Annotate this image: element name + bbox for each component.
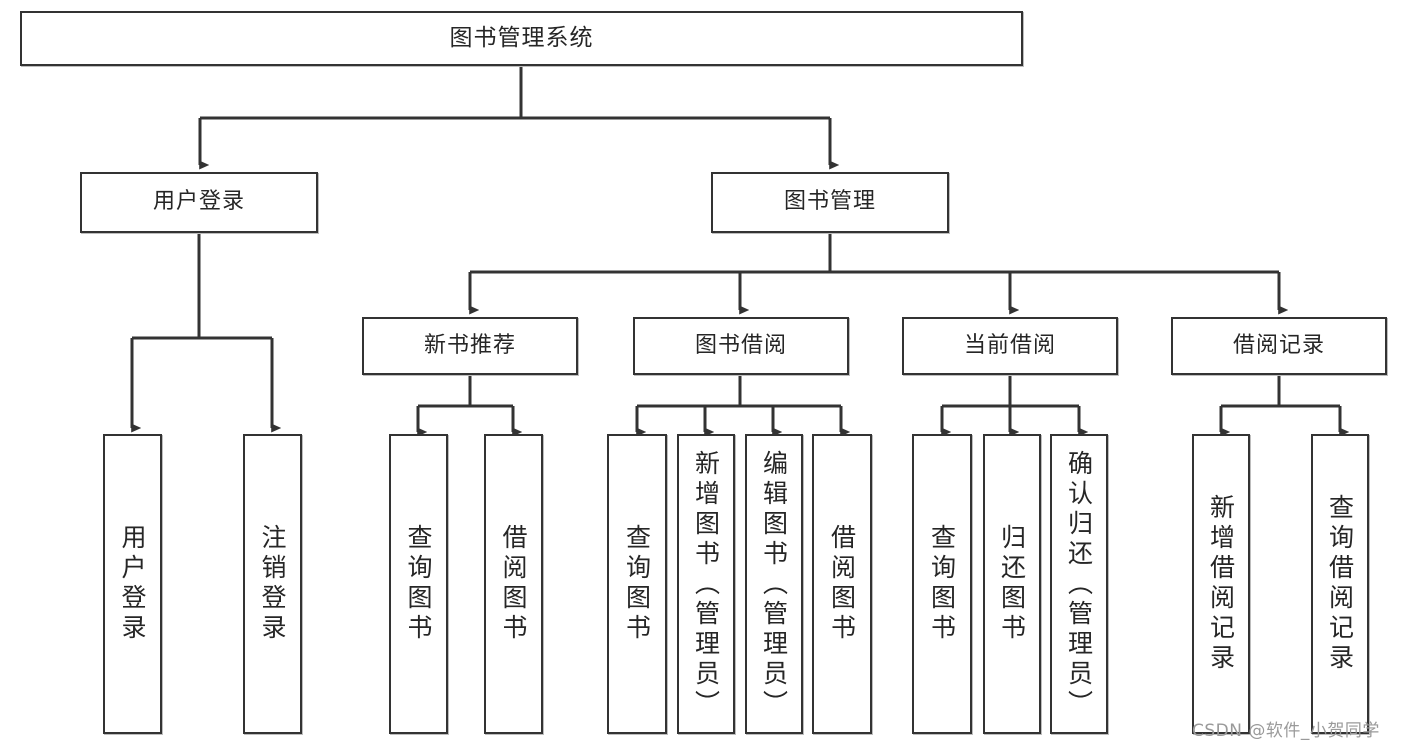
- node-leaf-add-book-label: 新增图书（管理员）: [691, 450, 721, 720]
- node-leaf-return-book-label: 归还图书: [997, 524, 1027, 644]
- node-leaf-query-record[interactable]: 查询借阅记录: [1311, 434, 1369, 734]
- node-leaf-return-book[interactable]: 归还图书: [983, 434, 1041, 734]
- node-leaf-add-record[interactable]: 新增借阅记录: [1192, 434, 1250, 734]
- node-leaf-query-book-3-label: 查询图书: [927, 524, 957, 644]
- node-book-borrow[interactable]: 图书借阅: [633, 317, 849, 375]
- node-new-book-recommend-label: 新书推荐: [423, 332, 516, 358]
- node-leaf-borrow-book-2-label: 借阅图书: [827, 524, 857, 644]
- watermark-text: CSDN @软件_小贺同学: [1192, 721, 1380, 741]
- node-leaf-borrow-book-1[interactable]: 借阅图书: [484, 434, 543, 734]
- node-user-login[interactable]: 用户登录: [80, 172, 318, 233]
- node-leaf-confirm-return-label: 确认归还（管理员）: [1064, 450, 1094, 720]
- node-leaf-query-book-2-label: 查询图书: [622, 524, 652, 644]
- node-new-book-recommend[interactable]: 新书推荐: [362, 317, 578, 375]
- node-leaf-borrow-book-2[interactable]: 借阅图书: [812, 434, 872, 734]
- node-leaf-confirm-return[interactable]: 确认归还（管理员）: [1050, 434, 1108, 734]
- node-book-borrow-label: 图书借阅: [694, 332, 787, 358]
- node-leaf-user-logout[interactable]: 注销登录: [243, 434, 302, 734]
- node-leaf-borrow-book-1-label: 借阅图书: [499, 524, 528, 644]
- node-root[interactable]: 图书管理系统: [20, 11, 1023, 66]
- node-leaf-add-book[interactable]: 新增图书（管理员）: [677, 434, 735, 734]
- node-borrow-record[interactable]: 借阅记录: [1171, 317, 1387, 375]
- node-book-manage[interactable]: 图书管理: [711, 172, 949, 233]
- node-leaf-edit-book[interactable]: 编辑图书（管理员）: [745, 434, 803, 734]
- node-leaf-query-book-2[interactable]: 查询图书: [607, 434, 667, 734]
- node-borrow-record-label: 借阅记录: [1232, 332, 1325, 358]
- node-current-borrow[interactable]: 当前借阅: [902, 317, 1118, 375]
- node-leaf-user-login-label: 用户登录: [118, 524, 147, 644]
- node-root-label: 图书管理系统: [449, 24, 594, 51]
- node-leaf-query-book-1-label: 查询图书: [404, 524, 433, 644]
- node-leaf-query-record-label: 查询借阅记录: [1325, 494, 1355, 674]
- node-leaf-user-logout-label: 注销登录: [258, 524, 287, 644]
- node-leaf-add-record-label: 新增借阅记录: [1206, 494, 1236, 674]
- node-leaf-query-book-1[interactable]: 查询图书: [389, 434, 448, 734]
- node-leaf-edit-book-label: 编辑图书（管理员）: [759, 450, 789, 720]
- node-user-login-label: 用户登录: [152, 189, 245, 215]
- node-leaf-query-book-3[interactable]: 查询图书: [912, 434, 972, 734]
- node-leaf-user-login[interactable]: 用户登录: [103, 434, 162, 734]
- node-book-manage-label: 图书管理: [783, 189, 876, 215]
- node-current-borrow-label: 当前借阅: [963, 332, 1056, 358]
